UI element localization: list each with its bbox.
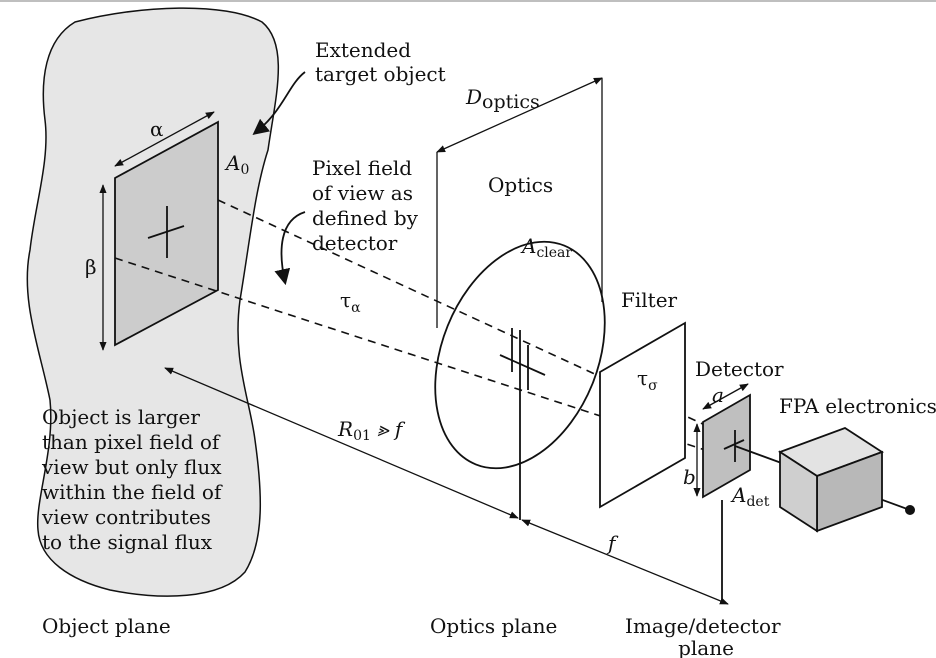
detector-panel bbox=[702, 393, 751, 499]
r01-label: R01 ⪢ f bbox=[337, 417, 406, 444]
a0-label: A0 bbox=[224, 151, 249, 178]
optics-plane-label: Optics plane bbox=[430, 614, 557, 638]
alpha-dimension-arrow bbox=[114, 111, 215, 167]
focal-length-arrow bbox=[521, 519, 729, 605]
object-cross-h bbox=[147, 225, 185, 239]
fpa-electronics-label: FPA electronics bbox=[779, 394, 936, 418]
a-clear-label: Aclear bbox=[520, 234, 572, 261]
det-a-arrow bbox=[702, 383, 749, 410]
tau-alpha-label: τα bbox=[340, 288, 361, 316]
fpa-box-front bbox=[779, 450, 818, 533]
tau-sigma-label: τσ bbox=[637, 366, 658, 394]
object-note: Object is larger than pixel field of vie… bbox=[41, 405, 228, 554]
pixel-fov-label: Pixel field of view as defined by detect… bbox=[312, 156, 424, 255]
signal-output-dot bbox=[905, 505, 915, 515]
object-plane-label: Object plane bbox=[42, 614, 171, 638]
det-a-label: a bbox=[712, 383, 724, 407]
a-det-label: Adet bbox=[730, 483, 770, 510]
d-optics-label: Doptics bbox=[465, 85, 540, 113]
beta-label: β bbox=[85, 255, 97, 279]
det-b-label: b bbox=[683, 465, 696, 489]
image-plane-label: Image/detector plane bbox=[625, 614, 787, 658]
filter-panel bbox=[599, 321, 686, 509]
focal-length-label: f bbox=[606, 531, 619, 555]
detector-label: Detector bbox=[695, 357, 784, 381]
alpha-label: α bbox=[150, 117, 164, 141]
fov-ray-upper bbox=[217, 199, 706, 426]
d-optics-arrow bbox=[436, 77, 603, 153]
filter-label: Filter bbox=[621, 288, 678, 312]
fpa-electronics-box bbox=[778, 426, 884, 533]
fov-callout-arrow bbox=[274, 211, 306, 286]
r01-distance-arrow bbox=[164, 367, 519, 519]
extended-target-label: Extended target object bbox=[315, 38, 446, 86]
detector-cross-h bbox=[723, 439, 745, 450]
target-callout-arrow bbox=[252, 71, 306, 135]
fov-ray-lower bbox=[114, 257, 706, 451]
optics-label: Optics bbox=[488, 173, 553, 197]
lens-cross-h bbox=[499, 354, 546, 376]
